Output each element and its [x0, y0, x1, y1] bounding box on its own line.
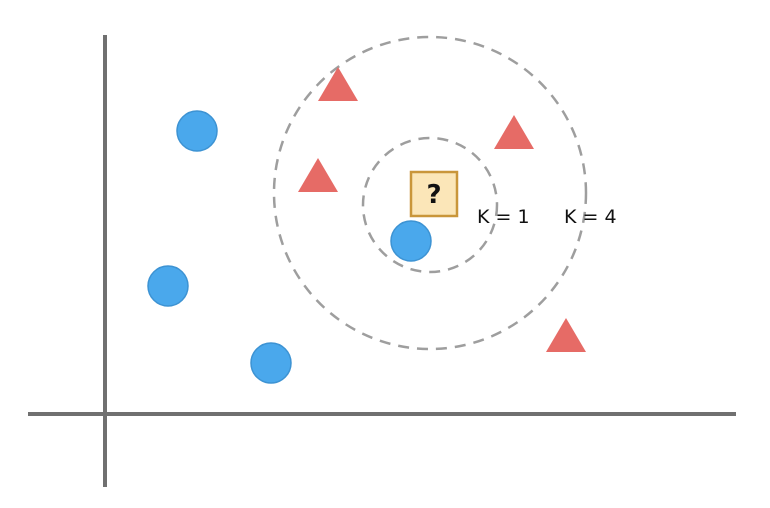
k4-label: K = 4	[564, 206, 617, 228]
class-a-point	[250, 342, 292, 384]
k4-neighborhood-ring	[272, 35, 588, 351]
class-b-point	[546, 318, 586, 352]
class-a-point	[390, 220, 432, 262]
query-point-label: ?	[426, 180, 441, 210]
class-b-point	[298, 158, 338, 192]
class-a-point	[176, 110, 218, 152]
k1-label: K = 1	[477, 206, 530, 228]
class-a-point	[147, 265, 189, 307]
k1-neighborhood-ring	[361, 136, 499, 274]
query-point-box	[409, 170, 459, 218]
class-b-point	[318, 67, 358, 101]
class-b-point	[494, 115, 534, 149]
